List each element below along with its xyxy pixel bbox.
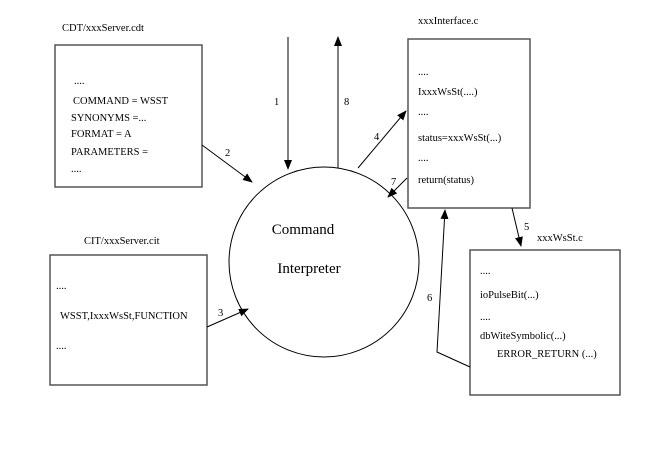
cit-line: ....	[56, 341, 67, 352]
cdt-line: ....	[74, 76, 85, 87]
wsst-line: ....	[480, 312, 491, 323]
cit-title: CIT/xxxServer.cit	[84, 236, 160, 247]
cdt-title: CDT/xxxServer.cdt	[62, 23, 144, 34]
arrow-2: 2	[201, 144, 253, 183]
wsst-line: ioPulseBit(...)	[480, 290, 539, 301]
cit-file-box: CIT/xxxServer.cit .... WSST,IxxxWsSt,FUN…	[49, 236, 208, 386]
cdt-line: ....	[71, 164, 82, 175]
arrow-6-label: 6	[427, 293, 432, 304]
cit-line: ....	[56, 281, 67, 292]
arrow-4: 4	[357, 110, 407, 169]
arrow-5-label: 5	[524, 222, 529, 233]
wsst-title: xxxWsSt.c	[537, 233, 583, 244]
command-interpreter: Command Interpreter	[228, 166, 420, 358]
cdt-line: COMMAND = WSST	[73, 96, 169, 107]
wsst-line: dbWiteSymbolic(...)	[480, 331, 566, 342]
arrow-2-label: 2	[225, 148, 230, 159]
wsst-line: ERROR_RETURN (...)	[497, 349, 597, 360]
arrow-5: 5	[511, 207, 529, 247]
arrow-4-label: 4	[374, 132, 380, 143]
arrow-3-label: 3	[218, 308, 223, 319]
interface-line: IxxxWsSt(....)	[418, 87, 478, 98]
arrow-3: 3	[206, 308, 249, 328]
arrow-1: 1	[274, 37, 292, 170]
arrow-8-label: 8	[344, 97, 349, 108]
interface-line: ....	[418, 67, 429, 78]
arrow-8: 8	[334, 36, 349, 168]
cdt-line: SYNONYMS =...	[71, 113, 146, 124]
interface-line: ....	[418, 107, 429, 118]
cdt-file-box: CDT/xxxServer.cdt .... COMMAND = WSST SY…	[54, 23, 203, 188]
interface-line: ....	[418, 153, 429, 164]
arrow-1-label: 1	[274, 97, 279, 108]
interpreter-label-2: Interpreter	[277, 261, 340, 277]
interface-title: xxxInterface.c	[418, 16, 479, 27]
cdt-line: PARAMETERS =	[71, 147, 148, 158]
arrow-7-label: 7	[391, 177, 396, 188]
arrow-6: 6	[427, 209, 471, 368]
interface-file-box: xxxInterface.c .... IxxxWsSt(....) .... …	[407, 16, 531, 209]
cdt-line: FORMAT = A	[71, 129, 132, 140]
interface-line: return(status)	[418, 175, 474, 186]
arrow-7: 7	[387, 177, 408, 198]
interpreter-label-1: Command	[272, 222, 335, 238]
cit-line: WSST,IxxxWsSt,FUNCTION	[60, 311, 188, 322]
interface-line: status=xxxWsSt(...)	[418, 133, 502, 144]
wsst-line: ....	[480, 266, 491, 277]
wsst-file-box: xxxWsSt.c .... ioPulseBit(...) .... dbWi…	[469, 233, 621, 396]
